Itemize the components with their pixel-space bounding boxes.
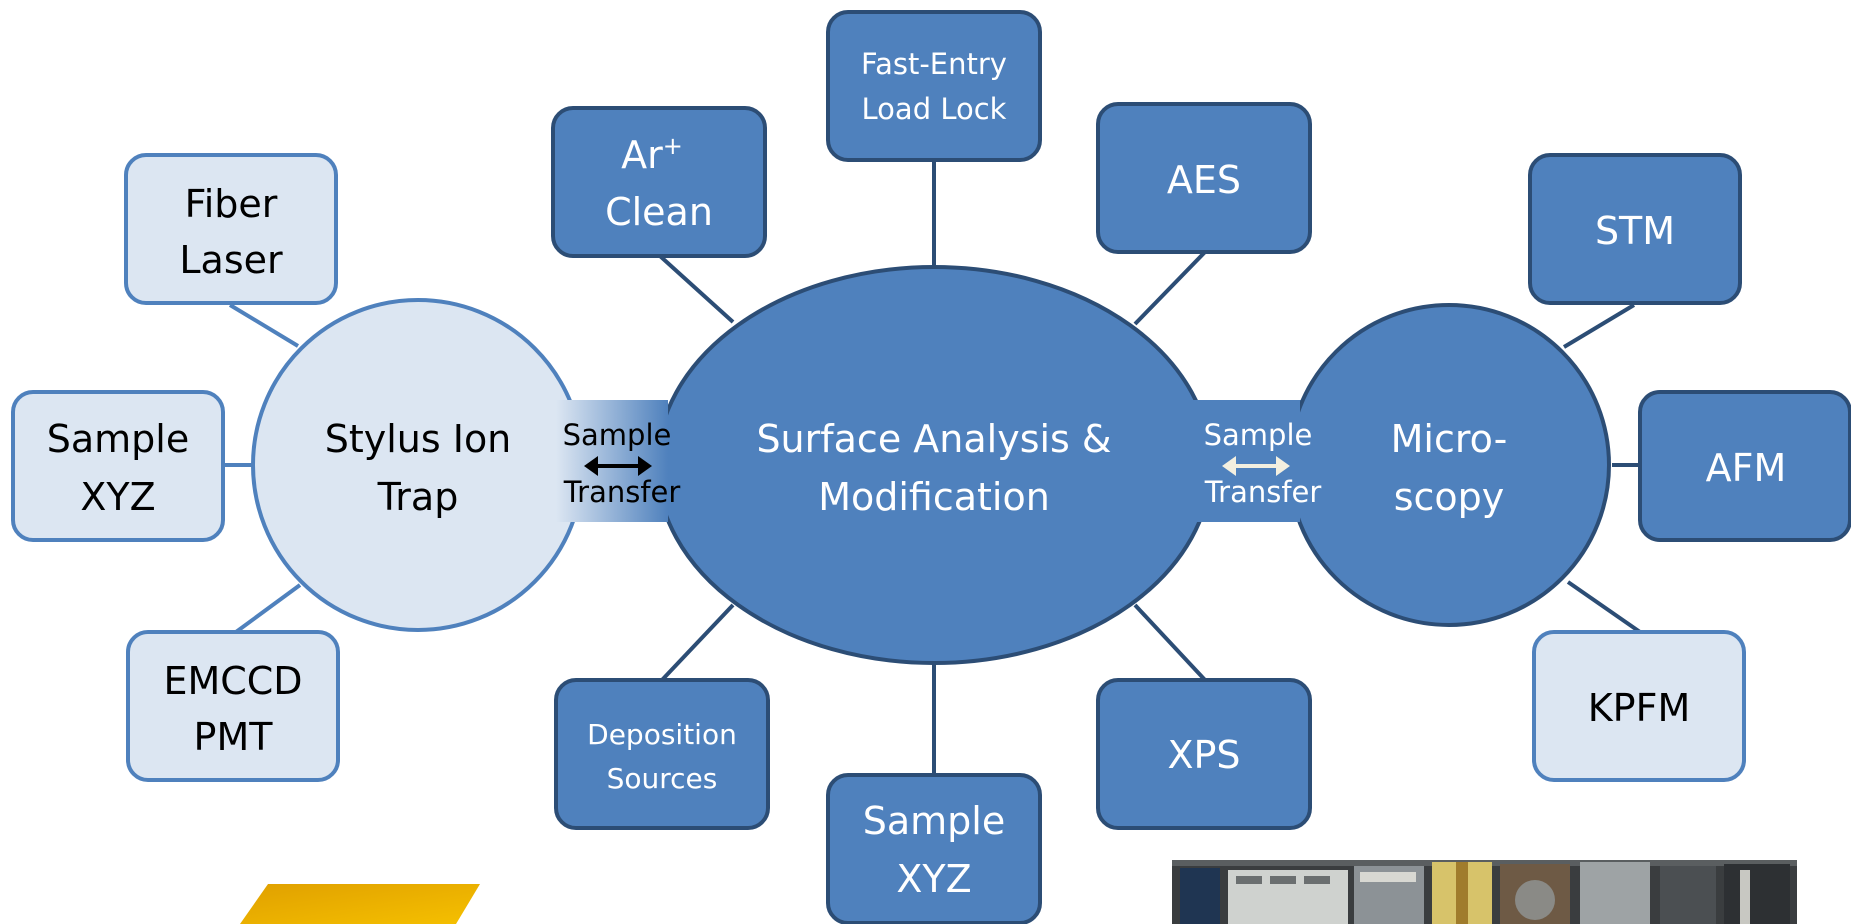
node-emccd-pmt-label-2: PMT xyxy=(194,715,274,759)
hub-surface-label-2: Modification xyxy=(818,475,1050,519)
node-sample-xyz-left-label-1: Sample xyxy=(47,417,189,461)
hub-microscopy-label-2: scopy xyxy=(1394,475,1505,519)
node-afm: AFM xyxy=(1638,390,1851,542)
sample-transfer-left-label-1: Sample xyxy=(563,418,672,452)
lab-photo-image xyxy=(1172,860,1797,924)
node-aes: AES xyxy=(1096,102,1312,254)
connector-emccd xyxy=(234,583,302,634)
node-stm-label: STM xyxy=(1595,209,1675,253)
node-sample-xyz-bottom-label-1: Sample xyxy=(863,799,1005,843)
node-xps: XPS xyxy=(1096,678,1312,830)
hub-surface xyxy=(655,265,1213,665)
node-ar-clean-label-2: Clean xyxy=(605,190,713,234)
sample-transfer-left-label-2: Transfer xyxy=(563,475,681,509)
hub-ion-trap xyxy=(251,298,585,632)
hub-ion-trap-label-1: Stylus Ion xyxy=(325,417,512,461)
gold-parallelogram-logo xyxy=(240,884,480,924)
hub-microscopy-label-1: Micro- xyxy=(1391,417,1508,461)
double-arrow-right-icon xyxy=(1222,456,1290,476)
node-fiber-laser-label-2: Laser xyxy=(179,238,283,282)
node-afm-label: AFM xyxy=(1706,446,1787,490)
connector-fiber-laser xyxy=(228,303,300,348)
sample-transfer-left-overlay xyxy=(556,400,668,522)
node-xps-label: XPS xyxy=(1167,733,1240,777)
node-deposition-label-1: Deposition xyxy=(587,718,737,751)
connector-deposition xyxy=(660,603,735,682)
node-kpfm: KPFM xyxy=(1532,630,1746,782)
sample-transfer-right-label-2: Transfer xyxy=(1204,475,1322,509)
connector-ar-clean xyxy=(658,254,735,324)
node-load-lock: Fast-Entry Load Lock xyxy=(826,10,1042,162)
node-deposition: Deposition Sources xyxy=(554,678,770,830)
node-deposition-label-2: Sources xyxy=(607,762,718,795)
sample-transfer-right-label-1: Sample xyxy=(1204,418,1313,452)
hub-ion-trap-label-2: Trap xyxy=(377,475,459,519)
node-sample-xyz-left-label-2: XYZ xyxy=(80,475,155,519)
node-ar-clean: Ar+ Clean xyxy=(551,106,767,258)
connector-stm xyxy=(1562,303,1636,349)
node-emccd-pmt: EMCCD PMT xyxy=(126,630,340,782)
node-aes-label: AES xyxy=(1167,158,1241,202)
node-emccd-pmt-label-1: EMCCD xyxy=(163,659,302,703)
hub-surface-label-1: Surface Analysis & xyxy=(756,417,1111,461)
node-load-lock-label-1: Fast-Entry xyxy=(861,47,1007,81)
connectors xyxy=(222,160,1642,775)
node-stm: STM xyxy=(1528,153,1742,305)
double-arrow-left-icon xyxy=(584,456,652,476)
connector-xps xyxy=(1133,603,1207,682)
node-kpfm-label: KPFM xyxy=(1588,686,1690,730)
connector-aes xyxy=(1133,250,1207,326)
node-sample-xyz-bottom-label-2: XYZ xyxy=(896,857,971,901)
node-fiber-laser-label-1: Fiber xyxy=(185,182,278,226)
node-fiber-laser: Fiber Laser xyxy=(124,153,338,305)
node-sample-xyz-left: Sample XYZ xyxy=(11,390,225,542)
hub-microscopy xyxy=(1287,303,1611,627)
node-ar-clean-label-1: Ar+ xyxy=(621,132,683,177)
node-load-lock-label-2: Load Lock xyxy=(862,92,1007,126)
node-sample-xyz-bottom: Sample XYZ xyxy=(826,773,1042,924)
connector-kpfm xyxy=(1566,580,1642,634)
